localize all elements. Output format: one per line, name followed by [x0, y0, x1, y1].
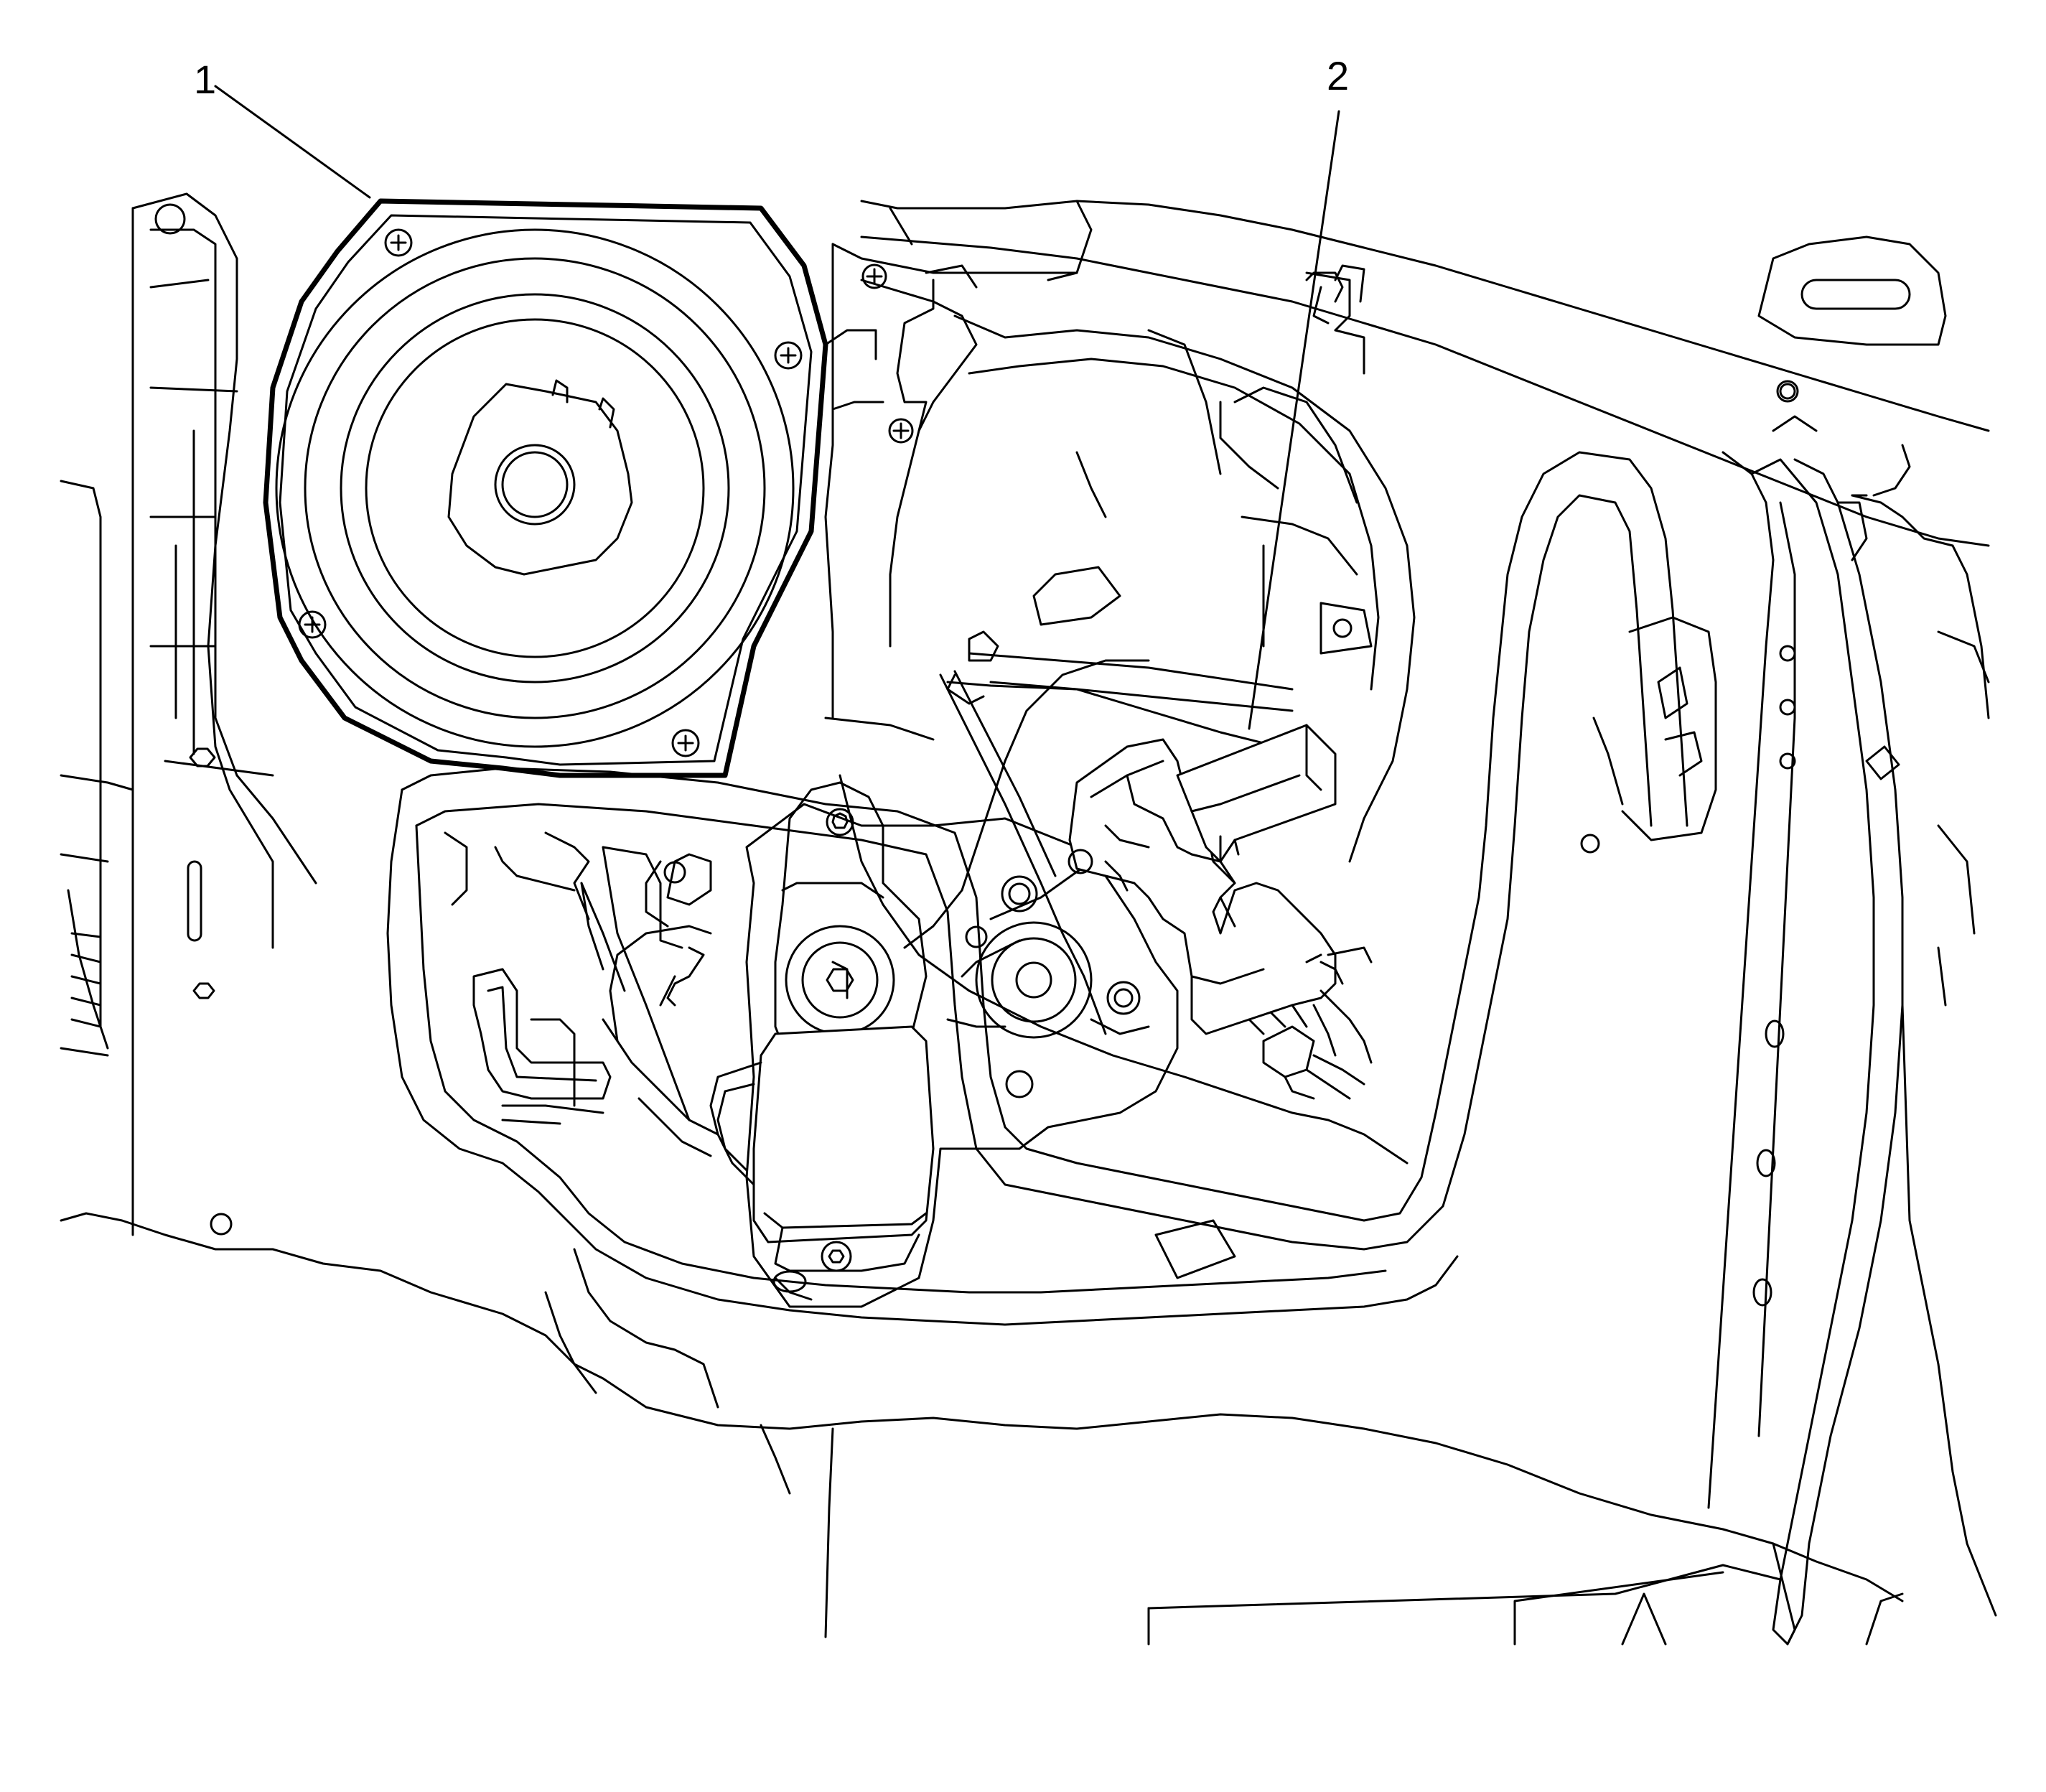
speaker — [263, 198, 978, 778]
panel-clip — [1319, 602, 1373, 655]
pillar-hole-top — [154, 203, 186, 235]
window-regulator-motor — [1068, 724, 1373, 1100]
door-seal — [386, 451, 1688, 1326]
speaker-outer-ring — [275, 228, 795, 748]
hinge-pillar — [60, 192, 317, 1236]
inner-panel — [824, 200, 1990, 1165]
speaker-screw — [671, 729, 700, 757]
lower-door-details — [544, 1219, 1236, 1409]
pillar-slot — [187, 860, 202, 942]
speaker-dust-cap — [494, 444, 576, 526]
door-outline — [60, 1212, 1904, 1646]
callout-1-label: 1 — [194, 57, 216, 102]
callout-1: 1 — [194, 57, 371, 199]
pillar-bolt — [189, 747, 216, 767]
callout-1-leader — [214, 85, 371, 199]
regulator-drum — [774, 781, 928, 1071]
speaker-screw — [384, 228, 413, 257]
speaker-magnet — [447, 383, 633, 576]
regulator-pulley — [975, 921, 1093, 1039]
callout-2: 2 — [1248, 53, 1349, 730]
speaker-cone — [340, 293, 730, 683]
speaker-screw — [298, 610, 327, 639]
rear-edge — [1580, 380, 1997, 1646]
window-regulator — [472, 630, 1294, 1308]
callout-2-leader — [1248, 110, 1340, 730]
callout-2-label: 2 — [1327, 53, 1349, 98]
mirror-mount — [1305, 235, 1947, 346]
speaker-bezel — [263, 198, 828, 778]
speaker-screw — [774, 341, 803, 370]
handle-bracket — [472, 968, 612, 1100]
regulator-housing — [752, 1025, 935, 1243]
regulator-plate — [745, 803, 1179, 1308]
